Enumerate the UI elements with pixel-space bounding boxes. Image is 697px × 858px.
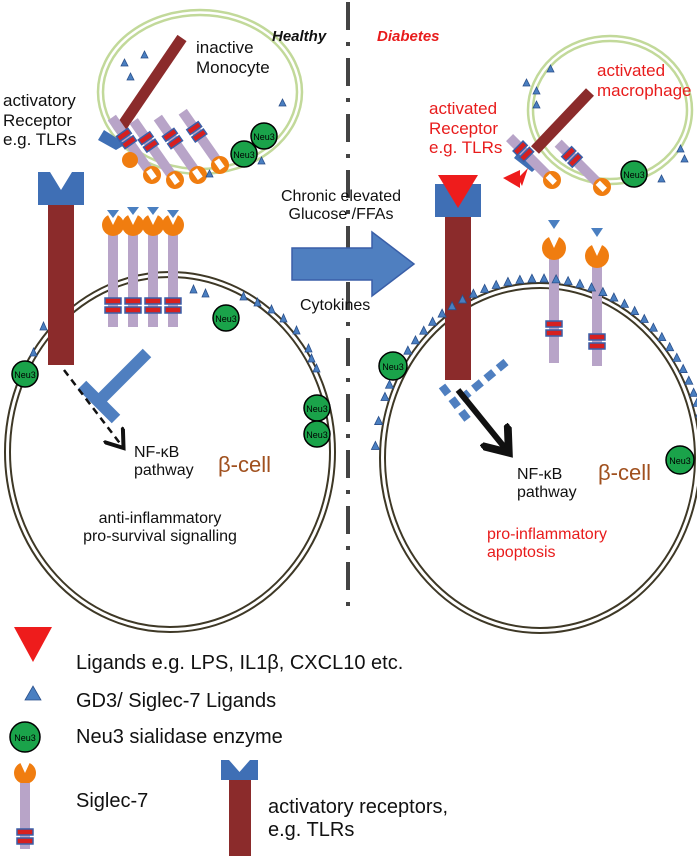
gd3-triangle-icon xyxy=(503,276,513,286)
legend-ligands-label: Ligands e.g. LPS, IL1β, CXCL10 etc. xyxy=(76,652,404,674)
gd3-triangle-icon xyxy=(692,397,697,407)
ligand-triangle-icon xyxy=(14,627,52,662)
macrophage-membrane xyxy=(526,34,694,186)
activatory-receptor-healthy xyxy=(38,172,84,365)
cytokines-label: Cytokines xyxy=(300,297,371,314)
gd3-triangle-icon xyxy=(648,322,659,332)
gd3-triangle-icon xyxy=(619,298,630,308)
siglec-cluster-diabetes xyxy=(542,220,609,366)
gd3-triangle-icon xyxy=(639,313,649,323)
transition-arrow xyxy=(291,230,416,298)
legend-neu3-label: Neu3 sialidase enzyme xyxy=(76,726,283,748)
gd3-triangle-icon xyxy=(551,273,561,284)
legend-receptors-label: activatory receptors, e.g. TLRs xyxy=(268,796,449,841)
svg-text:Neu3: Neu3 xyxy=(253,132,275,142)
gd3-triangle-icon xyxy=(491,279,501,289)
membrane-gd3-ligands-healthy xyxy=(29,284,321,373)
membrane-gd3-ligands-diabetes xyxy=(370,273,697,450)
gd3-triangle-icon xyxy=(598,286,608,296)
dashed-signal-arrow xyxy=(63,369,122,446)
gd3-triangle-icon xyxy=(457,294,468,304)
gd3-triangle-icon xyxy=(586,282,597,292)
legend-gd3-label: GD3/ Siglec-7 Ligands xyxy=(76,690,277,712)
gd3-triangle-icon xyxy=(447,300,457,311)
svg-text:Neu3: Neu3 xyxy=(623,170,645,180)
gd3-triangle-icon xyxy=(575,278,585,288)
stimulus-label: Chronic elevated Glucose /FFAs xyxy=(280,188,402,224)
svg-text:Neu3: Neu3 xyxy=(215,314,237,324)
gd3-triangle-icon xyxy=(468,288,479,298)
receptor-label-healthy: activatory Receptor e.g. TLRs xyxy=(3,91,77,150)
neu3-enzyme-icon: Neu3 Neu3 xyxy=(378,351,695,475)
receptor-label-diabetes: activated Receptor e.g. TLRs xyxy=(429,99,503,158)
gd3-triangle-icon xyxy=(480,283,490,293)
healthy-panel: Neu3 Neu3 xyxy=(4,8,336,633)
gd3-triangle-icon xyxy=(373,415,384,425)
monocyte-siglecs xyxy=(107,108,229,189)
gd3-triangle-icon xyxy=(427,316,438,326)
gd3-triangle-icon xyxy=(563,275,573,286)
svg-text:Neu3: Neu3 xyxy=(306,430,328,440)
gd3-triangle-icon xyxy=(419,325,429,335)
gd3-triangle-icon xyxy=(515,274,525,284)
gd3-triangle-icon xyxy=(665,341,675,352)
outcome-label-healthy: anti-inflammatory pro-survival signallin… xyxy=(83,510,237,546)
neu3-enzyme-icon: Neu3 Neu3 Neu3 Neu3 xyxy=(11,304,331,448)
siglec-cluster-healthy xyxy=(102,207,184,327)
gd3-triangle-icon xyxy=(410,335,421,345)
macrophage-gd3-ligands xyxy=(522,64,689,183)
pathway-label-healthy: NF-κB pathway xyxy=(134,444,194,480)
gd3-triangle-icon xyxy=(370,440,381,450)
monocyte-receptor xyxy=(98,34,187,150)
header-healthy: Healthy xyxy=(272,28,327,45)
gd3-triangle-icon xyxy=(437,308,447,318)
gd3-triangle-icon xyxy=(609,292,619,302)
solid-signal-arrow xyxy=(455,388,505,448)
legend-icons: Neu3 xyxy=(9,627,258,856)
svg-text:Neu3: Neu3 xyxy=(14,370,36,380)
gd3-triangle-icon xyxy=(688,387,697,397)
monocyte-gd3-ligands xyxy=(120,50,287,178)
pathway-label-diabetes: NF-κB pathway xyxy=(517,466,577,502)
macrophage-label: activated macrophage xyxy=(597,61,692,100)
gd3-triangle-icon xyxy=(672,352,682,362)
svg-text:Neu3: Neu3 xyxy=(382,362,404,372)
svg-text:Neu3: Neu3 xyxy=(306,404,328,414)
svg-text:Neu3: Neu3 xyxy=(233,150,255,160)
macrophage-siglecs xyxy=(506,134,611,196)
header-diabetes: Diabetes xyxy=(377,28,440,45)
gd3-triangle-icon xyxy=(24,685,42,701)
inhibition-symbol xyxy=(77,348,152,424)
gd3-triangle-icon xyxy=(629,305,640,315)
monocyte-label: inactive Monocyte xyxy=(196,38,270,77)
outcome-label-diabetes: pro-inflammatory apoptosis xyxy=(487,526,608,562)
gd3-triangle-icon xyxy=(657,331,667,342)
legend-siglec-label: Siglec-7 xyxy=(76,790,149,812)
svg-text:Neu3: Neu3 xyxy=(669,456,691,466)
activatory-receptor-icon xyxy=(221,760,258,856)
broken-inhibition-symbol xyxy=(438,358,509,423)
neu3-enzyme-icon: Neu3 Neu3 xyxy=(230,122,278,168)
siglec7-icon xyxy=(14,760,36,849)
gd3-triangle-icon xyxy=(403,345,413,355)
gd3-triangle-icon xyxy=(384,379,395,389)
diabetes-panel: Neu3 xyxy=(370,34,697,634)
neu3-enzyme-icon: Neu3 xyxy=(620,160,648,188)
gd3-triangle-icon xyxy=(684,375,694,385)
svg-text:Neu3: Neu3 xyxy=(14,733,36,743)
activatory-receptor-diabetes xyxy=(435,175,481,380)
gd3-triangle-icon xyxy=(539,273,549,283)
beta-cell-label-diabetes: β-cell xyxy=(598,460,651,485)
beta-cell-label-healthy: β-cell xyxy=(218,452,271,477)
gd3-triangle-icon xyxy=(527,273,537,283)
gd3-triangle-icon xyxy=(380,391,390,401)
gd3-triangle-icon xyxy=(678,363,688,373)
neu3-enzyme-icon: Neu3 xyxy=(9,721,41,753)
beta-cell-membrane-diabetes xyxy=(379,282,697,634)
